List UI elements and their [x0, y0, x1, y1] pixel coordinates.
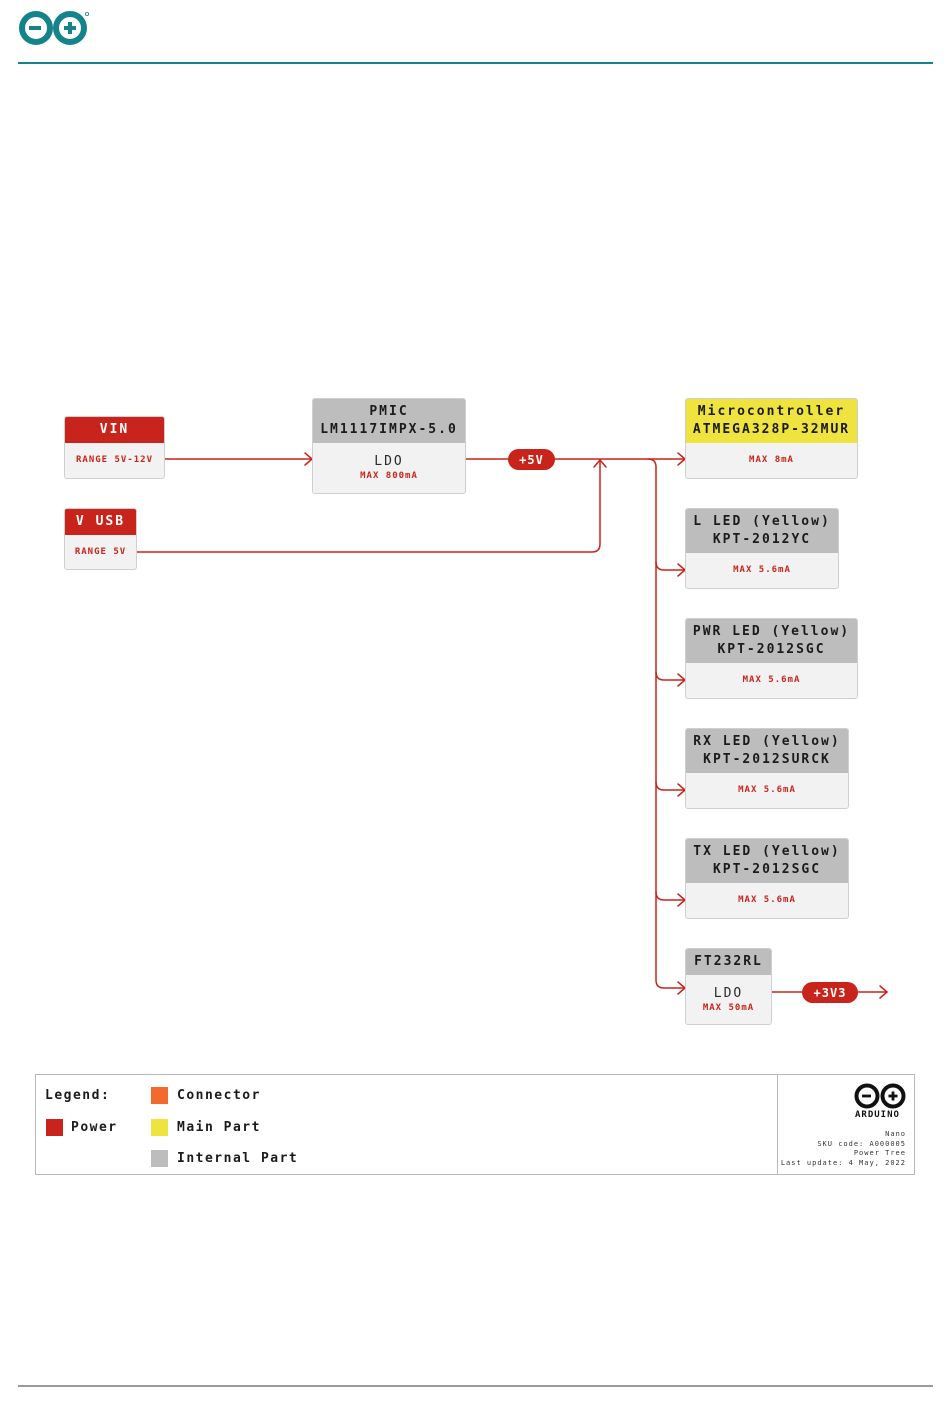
- pwr-led-title: PWR LED (Yellow): [692, 624, 851, 639]
- rail-3v3-badge: +3V3: [802, 982, 858, 1003]
- l-led-rating: MAX 5.6mA: [733, 565, 791, 575]
- footer-sku: SKU code: A000005: [817, 1139, 906, 1148]
- legend-swatch-power: [46, 1119, 63, 1136]
- microcontroller-block: Microcontroller ATMEGA328P-32MUR MAX 8mA: [685, 398, 858, 479]
- legend-label-internal-part: Internal Part: [177, 1151, 299, 1166]
- l-led-block: L LED (Yellow) KPT-2012YC MAX 5.6mA: [685, 508, 839, 589]
- l-led-part-number: KPT-2012YC: [712, 532, 812, 547]
- l-led-title: L LED (Yellow): [693, 514, 831, 529]
- vusb-rating: RANGE 5V: [74, 546, 127, 557]
- arduino-logo-icon: [19, 11, 90, 45]
- vusb-input-block: V USB RANGE 5V: [64, 508, 137, 570]
- legend-label-connector: Connector: [177, 1088, 261, 1103]
- legend-title: Legend:: [45, 1088, 111, 1103]
- ft232rl-rating: MAX 50mA: [702, 1002, 755, 1013]
- rx-led-block: RX LED (Yellow) KPT-2012SURCK MAX 5.6mA: [685, 728, 849, 809]
- ft232rl-type: LDO: [713, 985, 744, 1001]
- legend-label-main-part: Main Part: [177, 1120, 261, 1135]
- pwr-led-block: PWR LED (Yellow) KPT-2012SGC MAX 5.6mA: [685, 618, 858, 699]
- legend-label-power: Power: [71, 1120, 118, 1135]
- footer-rule: [18, 1385, 933, 1387]
- tx-led-part-number: KPT-2012SGC: [712, 862, 822, 877]
- footer-doc-name: Power Tree: [853, 1149, 906, 1157]
- pwr-led-part-number: KPT-2012SGC: [717, 642, 826, 657]
- footer-last-update: Last update: 4 May, 2022: [780, 1158, 906, 1167]
- tx-led-title: TX LED (Yellow): [693, 844, 841, 859]
- rx-led-title: RX LED (Yellow): [693, 734, 841, 749]
- rail-5v-badge: +5V: [508, 449, 555, 470]
- arduino-logo-icon: [854, 1083, 906, 1109]
- pmic-title: PMIC: [369, 404, 409, 419]
- pmic-rating: MAX 800mA: [360, 471, 418, 481]
- pmic-part-number: LM1117IMPX-5.0: [320, 422, 458, 437]
- tx-led-rating: MAX 5.6mA: [738, 895, 796, 905]
- legend-panel: Legend: Power Connector Main Part Intern…: [35, 1074, 915, 1175]
- pwr-led-rating: MAX 5.6mA: [742, 675, 801, 685]
- legend-swatch-internal-part: [151, 1150, 168, 1167]
- pmic-type: LDO: [374, 454, 404, 469]
- pmic-block: PMIC LM1117IMPX-5.0 LDO MAX 800mA: [312, 398, 466, 494]
- vin-rating: RANGE 5V-12V: [75, 455, 154, 465]
- legend-swatch-main-part: [151, 1119, 168, 1136]
- footer-brand-name: ARDUINO: [855, 1110, 900, 1120]
- mcu-rating: MAX 8mA: [749, 455, 794, 465]
- vin-input-block: VIN RANGE 5V-12V: [64, 416, 165, 479]
- legend-swatch-connector: [151, 1087, 168, 1104]
- header-rule: [18, 62, 933, 64]
- legend-divider: [777, 1075, 778, 1174]
- ft232rl-block: FT232RL LDO MAX 50mA: [685, 948, 772, 1025]
- vin-title: VIN: [65, 417, 164, 443]
- vusb-title: V USB: [65, 509, 136, 535]
- footer-meta: Nano SKU code: A000005 Power Tree Last u…: [781, 1130, 906, 1168]
- ft232rl-title: FT232RL: [686, 949, 771, 975]
- rx-led-part-number: KPT-2012SURCK: [703, 752, 831, 767]
- tx-led-block: TX LED (Yellow) KPT-2012SGC MAX 5.6mA: [685, 838, 849, 919]
- mcu-title: Microcontroller: [697, 404, 846, 419]
- footer-board-name: Nano: [885, 1130, 906, 1138]
- mcu-part-number: ATMEGA328P-32MUR: [692, 422, 851, 437]
- rx-led-rating: MAX 5.6mA: [738, 785, 796, 795]
